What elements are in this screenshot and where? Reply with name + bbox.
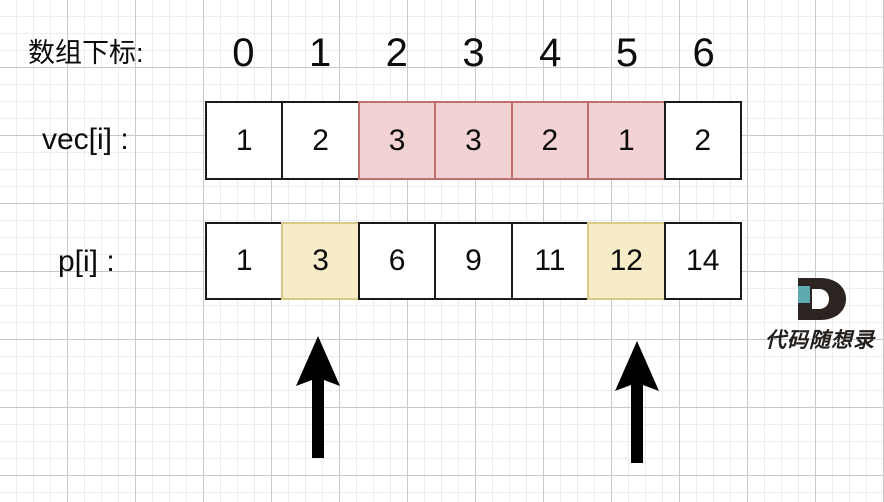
p-cell-4: 11 [510, 222, 588, 300]
vec-array-row: 1 2 3 3 2 1 2 [205, 101, 742, 180]
p-cell-1: 3 [281, 222, 358, 300]
vec-cell-1: 2 [281, 101, 358, 180]
index-header-1: 1 [308, 31, 332, 75]
index-header-row: 0 1 2 3 4 5 6 [205, 28, 742, 78]
left-pointer-arrow-up-icon [296, 336, 340, 458]
vec-row-label: vec[i] : [42, 123, 129, 156]
index-row-label: 数组下标: [28, 38, 144, 68]
p-array-row: 1 3 6 9 11 12 14 [205, 222, 742, 300]
right-pointer-arrow-up-icon [615, 341, 659, 463]
vec-cell-0: 1 [205, 101, 282, 180]
logo-text: 代码随想录 [765, 328, 875, 352]
p-row-label: p[i] : [58, 245, 115, 278]
vec-cell-2: 3 [357, 101, 435, 180]
vec-cell-4: 2 [510, 101, 588, 180]
p-cell-3: 9 [434, 222, 511, 300]
index-header-0: 0 [232, 31, 255, 75]
vec-cell-3: 3 [434, 101, 511, 180]
p-cell-6: 14 [663, 222, 742, 300]
p-cell-2: 6 [357, 222, 435, 300]
p-cell-5: 12 [587, 222, 664, 300]
index-header-2: 2 [385, 31, 408, 75]
index-header-5: 5 [615, 31, 639, 75]
index-header-4: 4 [539, 31, 562, 75]
brand-logo: 代码随想录 [760, 276, 880, 354]
p-cell-0: 1 [205, 222, 282, 300]
logo-d-mark-icon [760, 276, 880, 322]
index-header-6: 6 [692, 31, 715, 75]
vec-cell-5: 1 [587, 101, 664, 180]
index-header-3: 3 [462, 31, 485, 75]
vec-cell-6: 2 [663, 101, 742, 180]
